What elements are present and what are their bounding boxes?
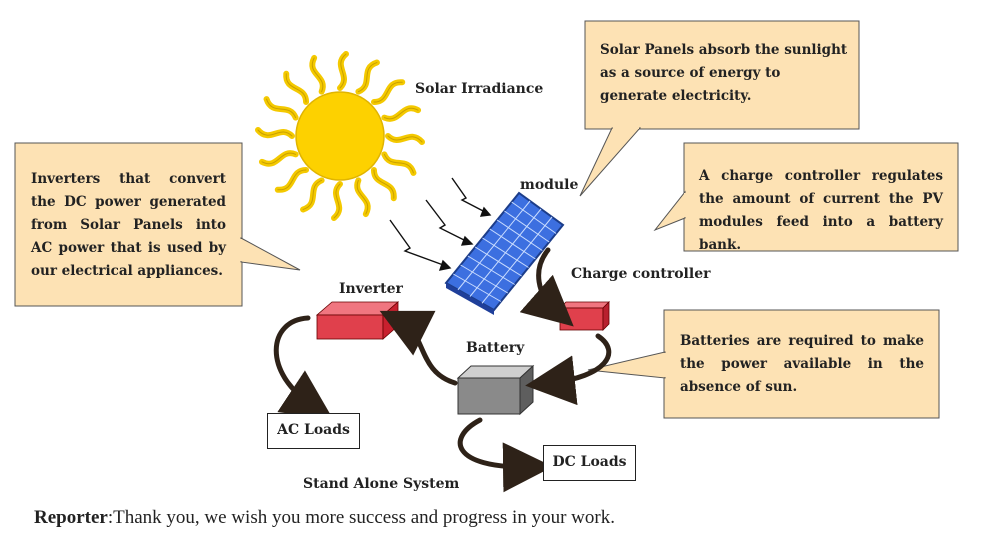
reporter-message: :Thank you, we wish you more success and… bbox=[107, 507, 615, 528]
sun-ray-outline bbox=[261, 152, 297, 165]
panel-grid-line bbox=[457, 200, 531, 291]
sun-ray-outline bbox=[387, 135, 423, 143]
sun bbox=[295, 91, 385, 181]
solar-panel bbox=[444, 191, 565, 315]
sun-ray-outline bbox=[357, 62, 378, 93]
inverter-label: Inverter bbox=[339, 281, 403, 297]
arrow-inverter-to-ac-loads bbox=[273, 315, 333, 419]
sun-ray bbox=[355, 59, 380, 95]
panel-grid-line bbox=[469, 208, 542, 297]
module-label: module bbox=[520, 177, 579, 193]
inverter-box bbox=[315, 301, 400, 340]
callout-solar-panels-bg bbox=[579, 20, 860, 197]
battery-box bbox=[456, 364, 535, 416]
sun-ray bbox=[263, 96, 299, 121]
arrow-battery-to-dc-loads bbox=[457, 417, 553, 493]
sun-ray-outline bbox=[285, 73, 307, 103]
panel-grid-line bbox=[481, 216, 553, 304]
arrow-module-to-controller bbox=[519, 247, 574, 327]
charge-controller-label: Charge controller bbox=[571, 266, 711, 282]
sun-ray-outline bbox=[333, 183, 341, 219]
sun-ray bbox=[370, 79, 406, 106]
sun-ray-outline bbox=[311, 57, 324, 93]
sun-ray-outline bbox=[277, 169, 307, 191]
sun-ray-outline bbox=[373, 81, 403, 103]
dc-loads-box: DC Loads bbox=[543, 445, 636, 481]
sun-ray-outline bbox=[383, 107, 419, 120]
callout-batteries-bg bbox=[587, 309, 940, 419]
arrow-controller-to-battery bbox=[525, 333, 612, 406]
sun-ray bbox=[381, 151, 417, 176]
reporter-speaker: Reporter bbox=[34, 507, 108, 528]
sun-ray-outline bbox=[339, 53, 347, 89]
sun-ray bbox=[300, 177, 325, 213]
charge-controller-box bbox=[559, 301, 610, 331]
battery-label: Battery bbox=[466, 340, 525, 356]
sun-ray-outline bbox=[383, 153, 414, 174]
sun-rays bbox=[255, 51, 425, 221]
sun-ray bbox=[283, 70, 310, 106]
reporter-line: Reporter:Thank you, we wish you more suc… bbox=[34, 507, 615, 529]
sun-ray-outline bbox=[356, 179, 369, 215]
system-label: Stand Alone System bbox=[303, 476, 460, 492]
ac-loads-box: AC Loads bbox=[267, 413, 360, 449]
irradiance-arrows bbox=[389, 177, 492, 271]
sun-ray-outline bbox=[302, 179, 323, 210]
callout-batteries-text: Batteries are required to make the power… bbox=[680, 333, 924, 395]
callout-charge-controller-text: A charge controller regulates the amount… bbox=[699, 168, 943, 253]
callout-solar-panels-text: Solar Panels absorb the sunlight as a so… bbox=[600, 42, 848, 104]
sun-ray-outline bbox=[373, 169, 395, 199]
sun-ray-outline bbox=[266, 98, 297, 119]
callout-inverters-bg bbox=[14, 142, 301, 307]
sun-ray bbox=[274, 166, 310, 193]
callout-inverters-text: Inverters that convert the DC power gene… bbox=[31, 171, 226, 279]
arrow-battery-to-inverter bbox=[379, 310, 458, 386]
sun-ray bbox=[370, 166, 397, 202]
callout-charge-controller-bg bbox=[653, 142, 959, 252]
sun-ray-outline bbox=[257, 129, 293, 137]
solar-irradiance-label: Solar Irradiance bbox=[415, 81, 544, 97]
